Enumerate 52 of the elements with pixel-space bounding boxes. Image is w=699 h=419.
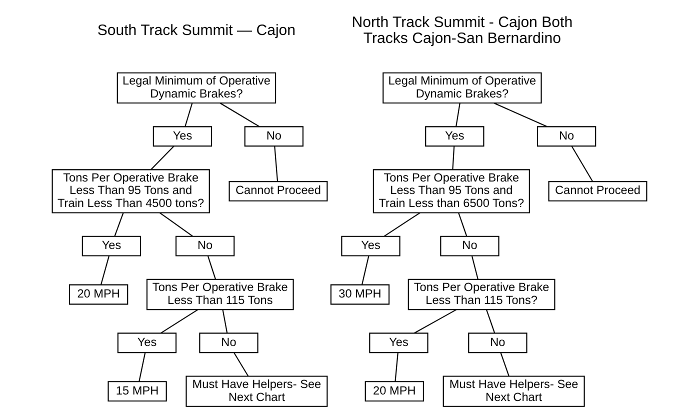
node-box: No [199,332,258,354]
connector [150,146,174,170]
connector [456,103,460,127]
node-box: Must Have Helpers- See Next Chart [442,376,585,407]
label: North Track Summit - Cajon Both Tracks Cajon-San Bernardino [352,14,573,47]
connector [222,310,228,334]
connector [394,352,398,382]
connector [500,352,510,376]
connector [571,146,593,182]
node-box: No [536,126,596,147]
node-box: Cannot Proceed [548,181,648,202]
connector [207,256,216,280]
node-box: Tons Per Operative Brake Less Than 95 Tons and Train Less than 6500 Tons? [372,169,530,214]
node-box: 20 MPH [68,284,128,305]
node-box: Yes [341,236,400,256]
connector [452,146,455,170]
connector [362,256,370,285]
node-box: Cannot Proceed [228,181,328,202]
label: South Track Summit — Cajon [97,22,296,39]
connector [138,352,146,382]
node-box: Yes [82,236,142,256]
node-box: 20 MPH [364,381,424,402]
connector [234,352,249,377]
node-box: Legal Minimum of Operative Dynamic Brakes? [116,72,276,104]
node-box: 30 MPH [330,284,390,305]
node-box: Tons Per Operative Brake Less Than 95 Tons and Train Less Than 4500 tons? [52,169,210,214]
connector [220,102,260,128]
node-box: Legal Minimum of Operative Dynamic Brakes? [382,72,542,104]
connector [184,102,193,127]
connector [114,212,124,236]
node-box: Tons Per Operative Brake Less Than 115 Tons? [408,278,556,310]
connector [414,309,457,334]
connector [494,102,548,128]
node-box: No [244,126,304,147]
node-box: Yes [425,126,484,147]
connector [100,256,110,285]
node-box: No [440,236,500,256]
connector [458,212,468,236]
node-box: No [468,332,528,354]
connector [160,309,198,334]
connector [384,212,420,237]
connector [486,310,496,334]
connector [471,256,478,280]
node-box: Tons Per Operative Brake Less Than 115 Tons [146,278,294,310]
connector [159,212,193,237]
node-box: No [175,236,235,256]
node-box: Yes [152,126,212,147]
node-box: Must Have Helpers- See Next Chart [186,376,328,407]
node-box: Yes [369,332,428,354]
connector [274,146,278,182]
node-box: 15 MPH [108,381,167,402]
node-box: Yes [117,332,177,354]
